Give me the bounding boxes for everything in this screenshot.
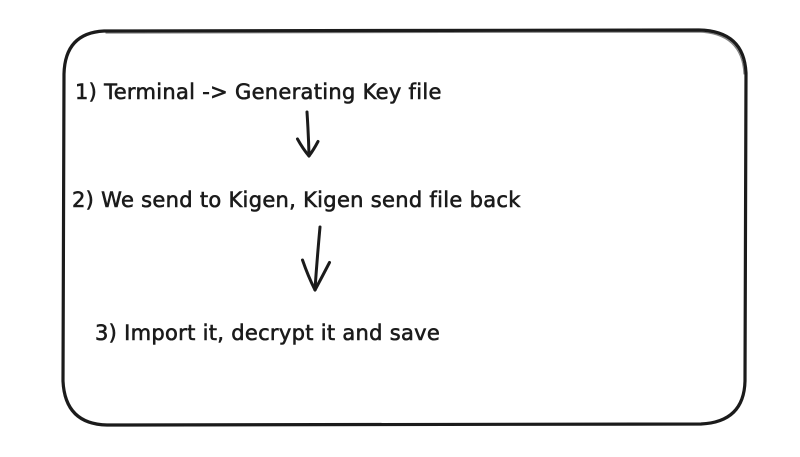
step-2-text: 2) We send to Kigen, Kigen send file bac… — [72, 188, 521, 213]
step-3-text: 3) Import it, decrypt it and save — [95, 321, 441, 346]
rounded-frame — [61, 28, 748, 427]
arrow-down-icon — [301, 225, 331, 292]
arrow-down-icon — [296, 110, 320, 158]
step-1-text: 1) Terminal -> Generating Key file — [75, 80, 442, 105]
